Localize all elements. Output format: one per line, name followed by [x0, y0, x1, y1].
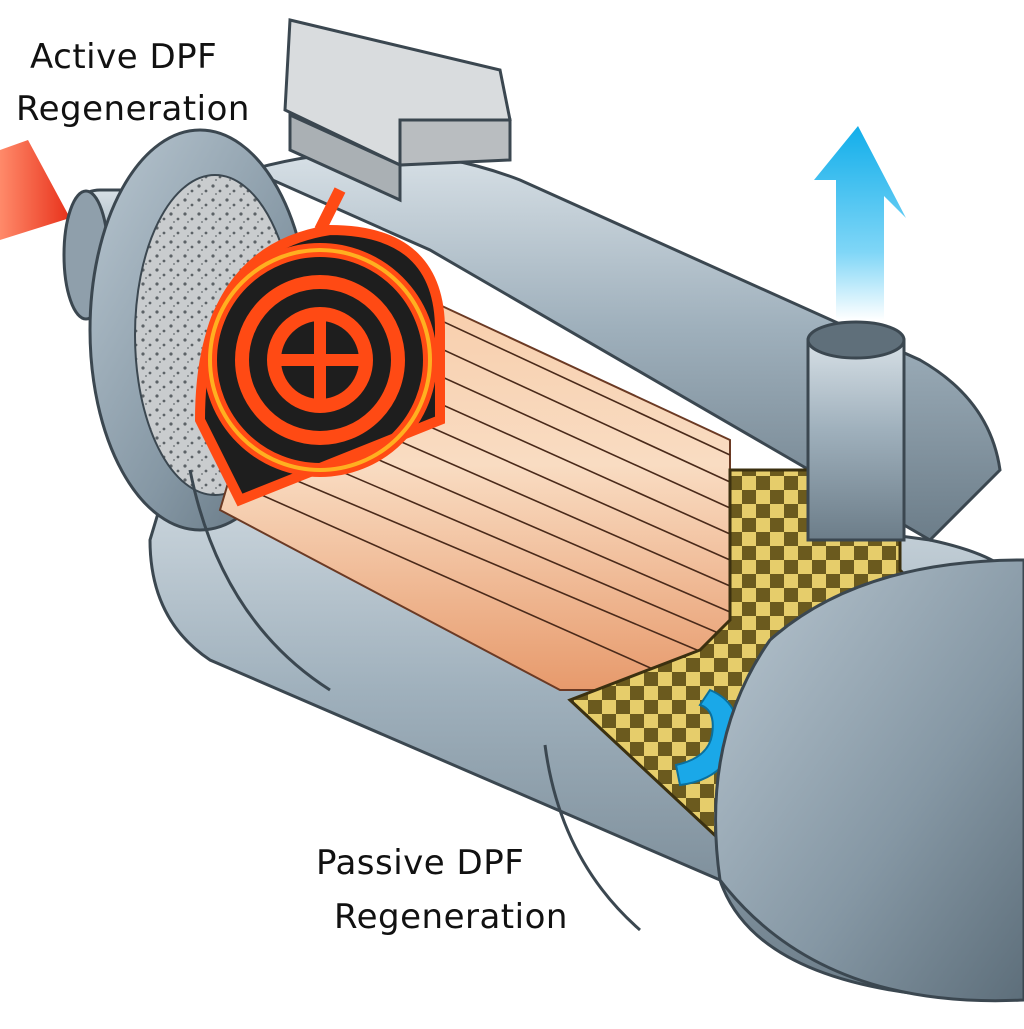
outlet-arrow-icon	[814, 126, 906, 320]
clamp-bands	[188, 469, 641, 932]
active-regeneration-label-line2: Regeneration	[16, 89, 250, 129]
outlet-end-cap	[714, 558, 1024, 1003]
heating-coil-icon	[194, 187, 445, 507]
outlet-pipe	[806, 320, 906, 542]
passive-regeneration-label-line1: Passive DPF	[316, 843, 525, 883]
active-regeneration-label-line1: Active DPF	[30, 37, 218, 77]
inlet-arrow-icon	[0, 140, 70, 240]
sensor-module	[283, 18, 512, 203]
passive-regeneration-label-line2: Regeneration	[334, 897, 568, 937]
